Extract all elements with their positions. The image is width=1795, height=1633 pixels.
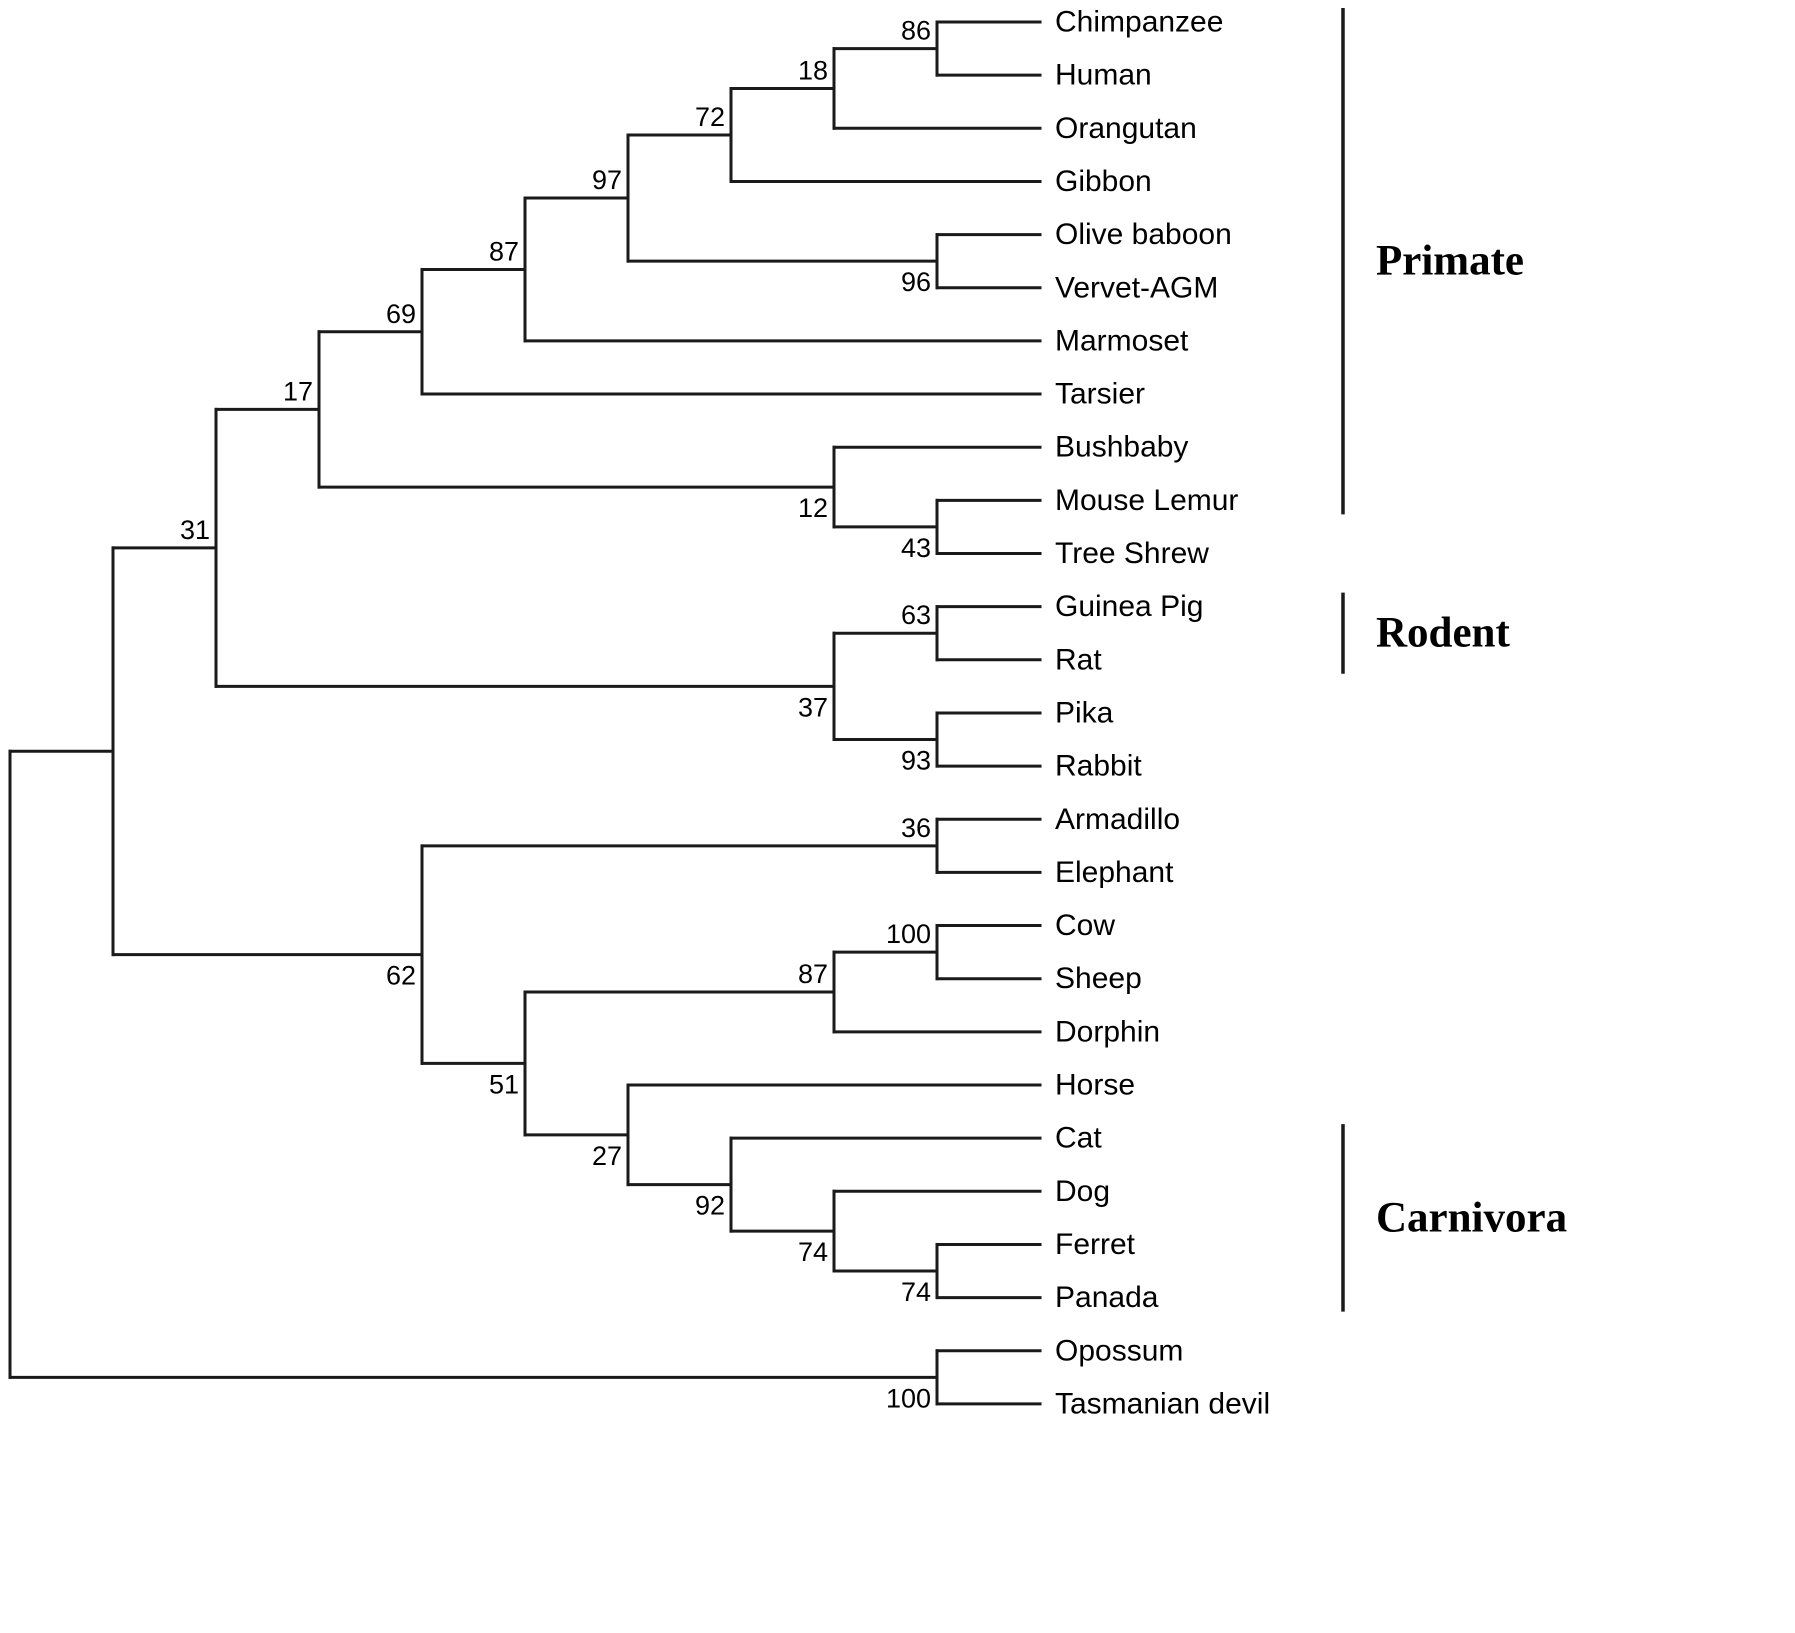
- bootstrap-support-value: 96: [901, 267, 931, 297]
- bootstrap-support-value: 72: [695, 102, 725, 132]
- taxon-label: Cat: [1055, 1122, 1102, 1155]
- group-name-label: Rodent: [1376, 610, 1510, 657]
- taxon-label: Bushbaby: [1055, 431, 1188, 464]
- bootstrap-support-value: 27: [592, 1141, 622, 1171]
- bootstrap-support-value: 37: [798, 692, 828, 722]
- bootstrap-support-value: 31: [180, 515, 210, 545]
- bootstrap-support-value: 74: [901, 1277, 931, 1307]
- taxon-label: Horse: [1055, 1069, 1135, 1102]
- group-name-label: Carnivora: [1376, 1194, 1567, 1241]
- taxon-label: Sheep: [1055, 962, 1142, 995]
- taxon-label: Panada: [1055, 1281, 1159, 1314]
- taxon-label: Rabbit: [1055, 750, 1142, 783]
- taxon-label: Marmoset: [1055, 324, 1189, 357]
- bootstrap-support-value: 74: [798, 1237, 828, 1267]
- taxon-label: Dorphin: [1055, 1015, 1160, 1048]
- bootstrap-support-value: 62: [386, 961, 416, 991]
- taxon-label: Mouse Lemur: [1055, 484, 1238, 517]
- taxon-label: Vervet-AGM: [1055, 271, 1218, 304]
- bootstrap-support-value: 86: [901, 16, 931, 46]
- taxon-label: Olive baboon: [1055, 218, 1232, 251]
- bootstrap-support-value: 93: [901, 746, 931, 776]
- bootstrap-support-value: 97: [592, 165, 622, 195]
- bootstrap-support-value: 18: [798, 55, 828, 85]
- taxon-label: Tasmanian devil: [1055, 1387, 1270, 1420]
- bootstrap-support-value: 36: [901, 813, 931, 843]
- bootstrap-support-value: 43: [901, 533, 931, 563]
- bootstrap-support-value: 63: [901, 600, 931, 630]
- taxon-label: Gibbon: [1055, 165, 1152, 198]
- bootstrap-support-value: 17: [283, 376, 313, 406]
- taxon-label: Dog: [1055, 1175, 1110, 1208]
- bootstrap-support-value: 69: [386, 299, 416, 329]
- taxon-label: Tree Shrew: [1055, 537, 1209, 570]
- bootstrap-support-value: 87: [489, 236, 519, 266]
- taxon-label: Orangutan: [1055, 112, 1197, 145]
- bootstrap-support-value: 100: [886, 1383, 931, 1413]
- taxon-label: Elephant: [1055, 856, 1174, 889]
- group-name-label: Primate: [1376, 238, 1524, 285]
- taxon-label: Rat: [1055, 643, 1102, 676]
- taxon-label: Pika: [1055, 696, 1114, 729]
- taxon-label: Chimpanzee: [1055, 6, 1223, 39]
- taxon-label: Ferret: [1055, 1228, 1136, 1261]
- taxon-label: Armadillo: [1055, 803, 1180, 836]
- taxon-label: Guinea Pig: [1055, 590, 1203, 623]
- bootstrap-support-value: 87: [798, 959, 828, 989]
- taxon-label: Cow: [1055, 909, 1115, 942]
- taxon-label: Human: [1055, 59, 1152, 92]
- bootstrap-support-value: 51: [489, 1069, 519, 1099]
- taxon-label: Tarsier: [1055, 378, 1145, 411]
- taxon-label: Opossum: [1055, 1334, 1183, 1367]
- bootstrap-support-value: 100: [886, 919, 931, 949]
- bootstrap-support-value: 92: [695, 1191, 725, 1221]
- bootstrap-support-value: 12: [798, 493, 828, 523]
